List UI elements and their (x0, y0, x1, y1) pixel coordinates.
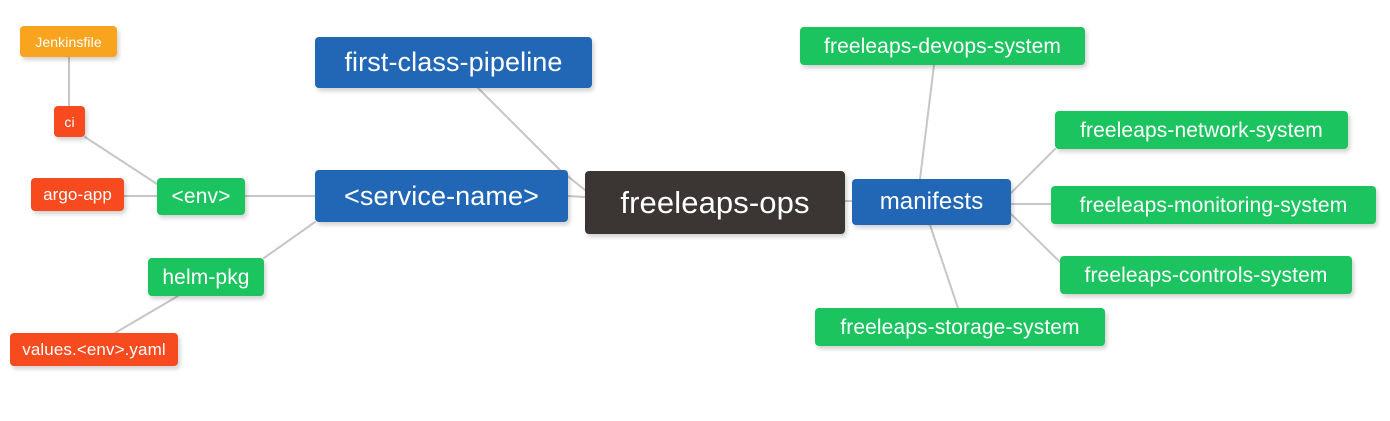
mindmap-node-freeleaps-network-system[interactable]: freeleaps-network-system (1055, 111, 1348, 149)
mindmap-node-freeleaps-devops-system[interactable]: freeleaps-devops-system (800, 27, 1085, 65)
mindmap-node-freeleaps-ops[interactable]: freeleaps-ops (585, 171, 845, 234)
mindmap-node-freeleaps-storage-system[interactable]: freeleaps-storage-system (815, 308, 1105, 346)
mindmap-node-label: first-class-pipeline (344, 47, 563, 77)
mindmap-node-label: freeleaps-storage-system (840, 315, 1080, 339)
mindmap-node-label: Jenkinsfile (35, 33, 102, 50)
mindmap-node-label: freeleaps-ops (620, 185, 810, 220)
mindmap-node-manifests[interactable]: manifests (852, 179, 1011, 225)
edge-helm-pkg-to-values-env-yaml (114, 295, 179, 334)
mindmap-node-label: argo-app (43, 185, 112, 204)
mindmap-node-label: freeleaps-monitoring-system (1079, 193, 1348, 217)
mindmap-node-freeleaps-monitoring-system[interactable]: freeleaps-monitoring-system (1051, 186, 1376, 224)
edge-manifests-to-freeleaps-network-system (1010, 148, 1056, 194)
mindmap-node-label: values.<env>.yaml (22, 340, 166, 359)
mindmap-node-label: <env> (171, 185, 231, 208)
mindmap-node-first-class-pipeline[interactable]: first-class-pipeline (315, 37, 592, 88)
mindmap-node-service-name[interactable]: <service-name> (315, 170, 568, 222)
mindmap-node-helm-pkg[interactable]: helm-pkg (148, 258, 264, 296)
edge-env-to-ci (84, 136, 158, 185)
mindmap-node-label: ci (64, 113, 75, 130)
mindmap-node-label: freeleaps-controls-system (1084, 263, 1328, 287)
mindmap-node-label: freeleaps-network-system (1080, 118, 1323, 142)
mindmap-node-argo-app[interactable]: argo-app (31, 178, 124, 211)
edge-manifests-to-freeleaps-devops-system (919, 64, 935, 180)
mindmap-node-label: <service-name> (344, 180, 539, 211)
edge-manifests-to-freeleaps-storage-system (929, 224, 959, 309)
edge-freeleaps-ops-to-service-name (567, 195, 586, 198)
mindmap-node-label: helm-pkg (162, 265, 250, 289)
edge-service-name-to-helm-pkg (263, 221, 316, 259)
mindmap-node-label: manifests (879, 188, 984, 215)
mindmap-node-jenkinsfile[interactable]: Jenkinsfile (20, 26, 117, 57)
mindmap-node-label: freeleaps-devops-system (824, 34, 1061, 58)
mindmap-node-env[interactable]: <env> (157, 178, 245, 215)
mindmap-node-values-env-yaml[interactable]: values.<env>.yaml (10, 333, 178, 366)
mindmap-node-ci[interactable]: ci (54, 106, 85, 137)
mindmap-node-freeleaps-controls-system[interactable]: freeleaps-controls-system (1060, 256, 1352, 294)
